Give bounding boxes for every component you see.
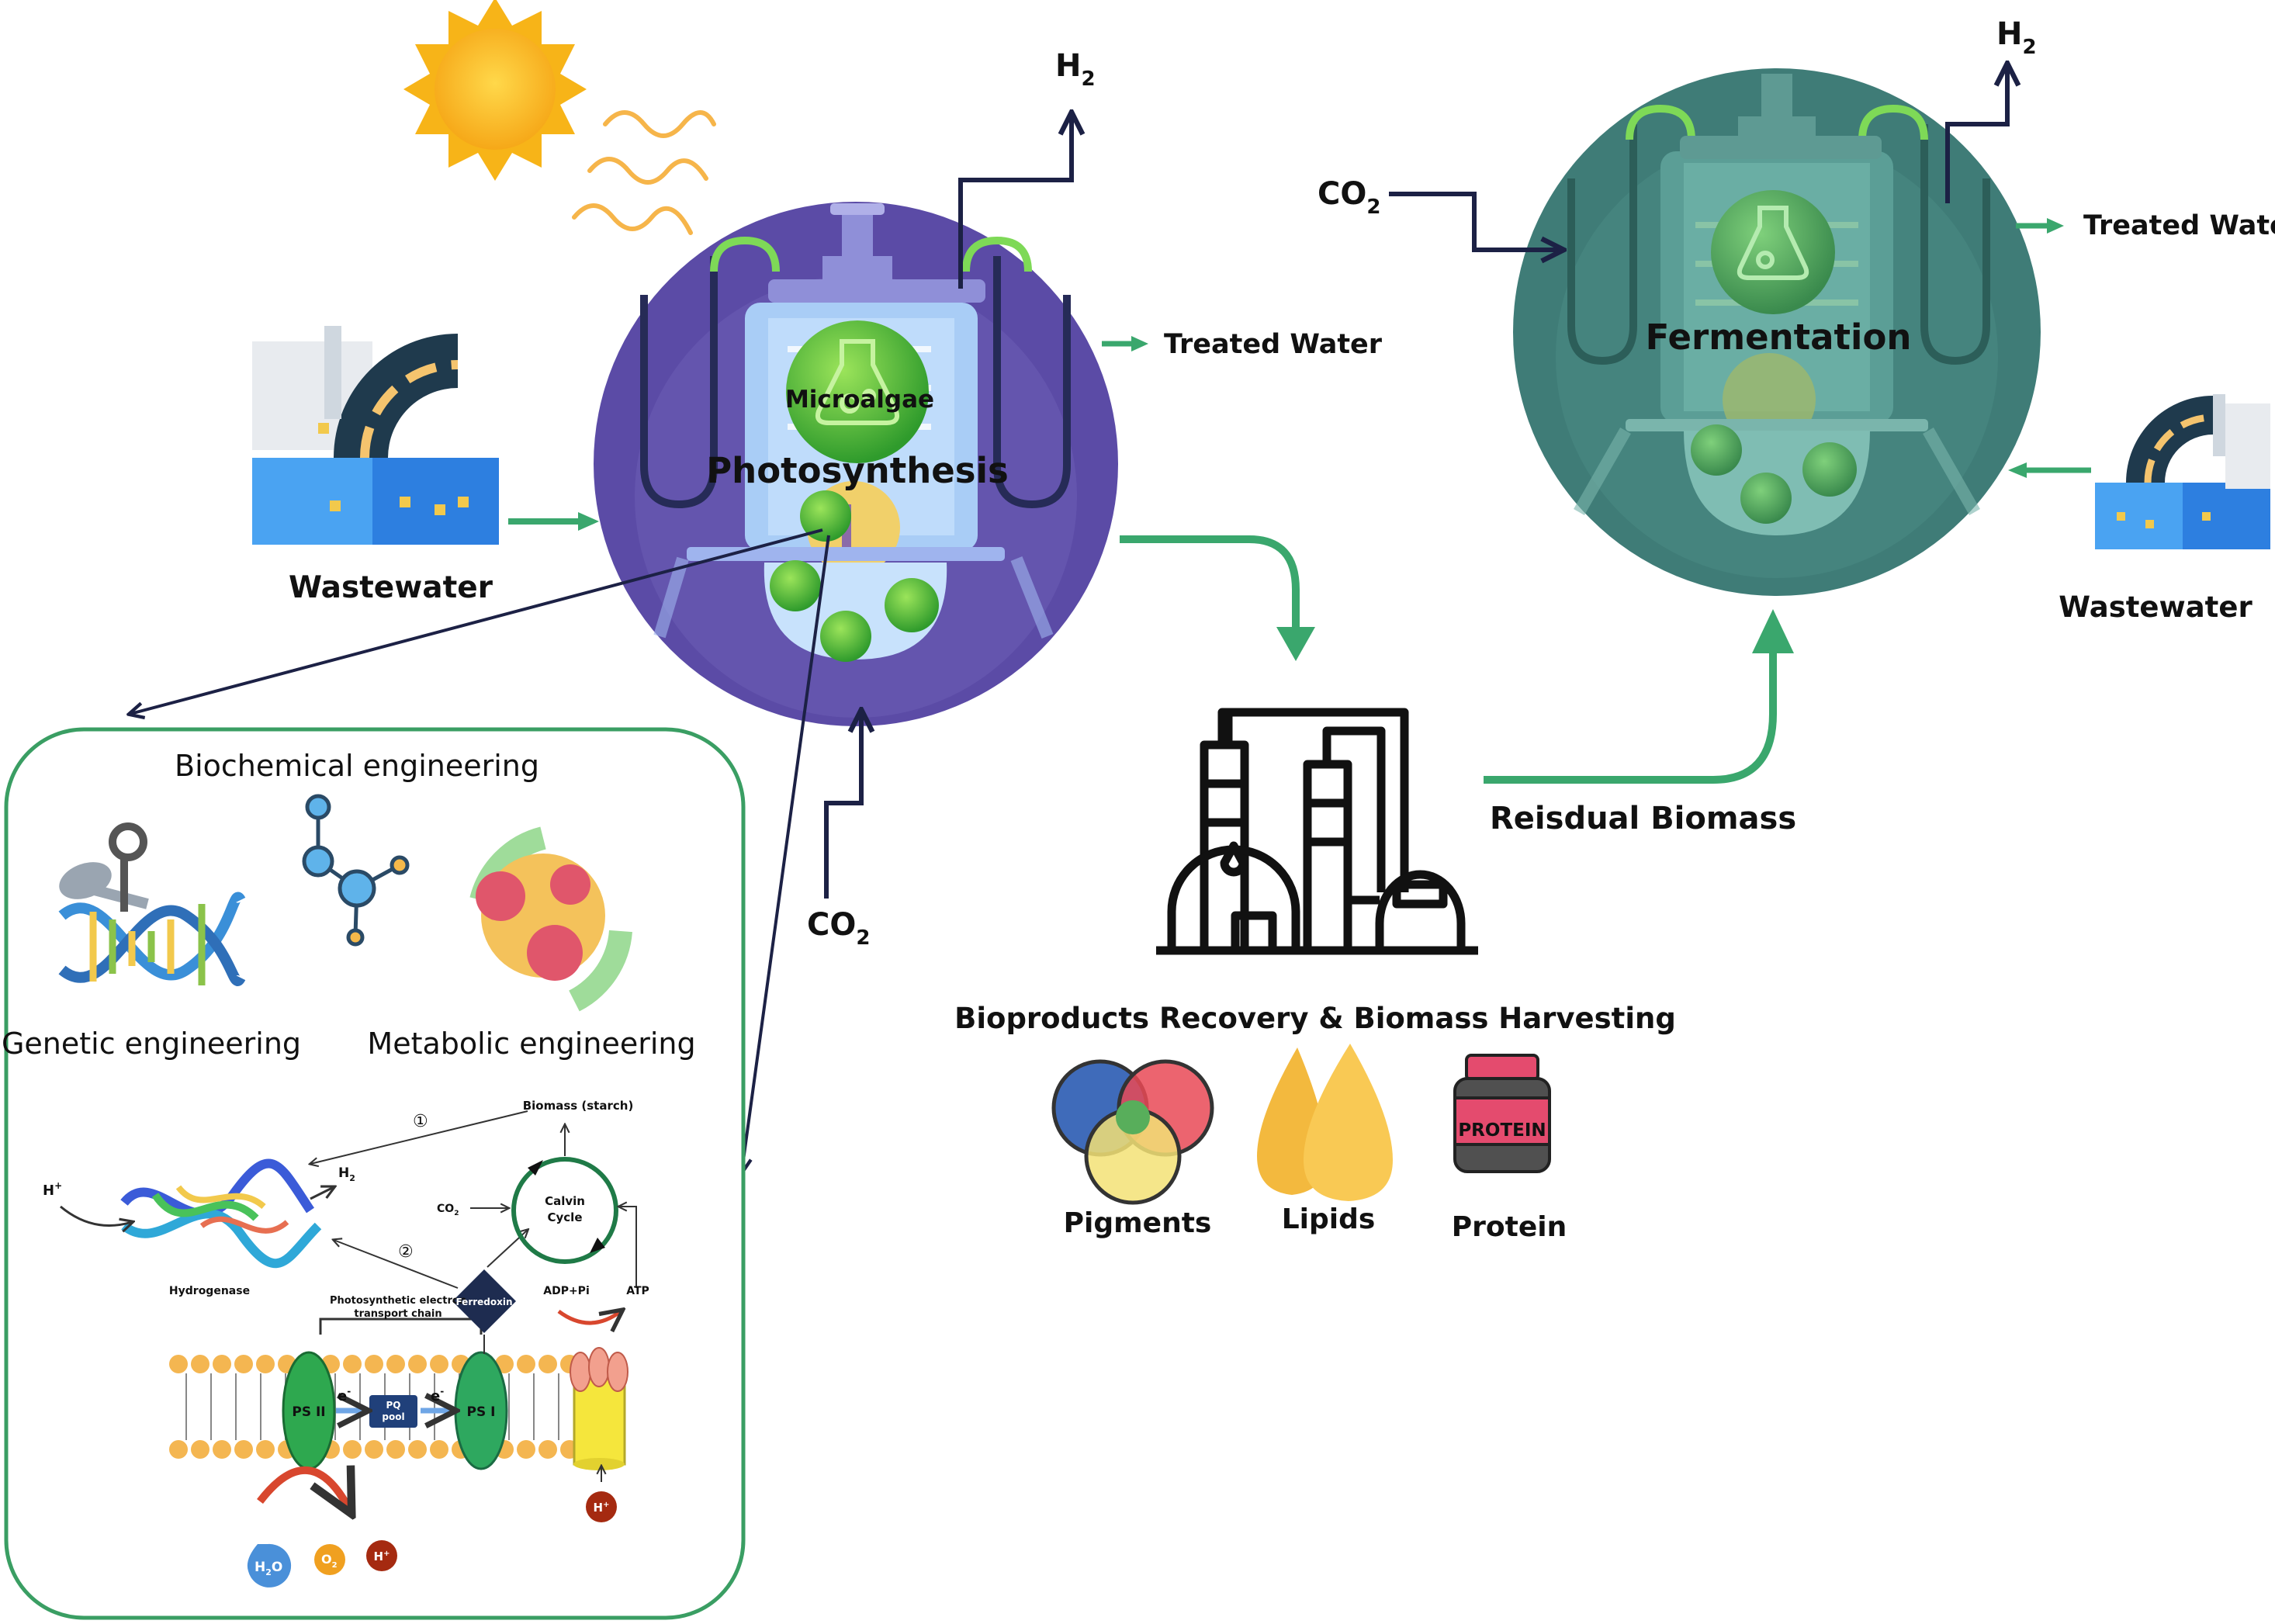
electron-label-2: e- bbox=[431, 1386, 444, 1404]
h2-label-fermenter: H2 bbox=[1996, 16, 2037, 59]
calvin-label-1: Calvin bbox=[545, 1194, 585, 1208]
pigments-icon bbox=[1051, 1059, 1214, 1205]
pq-label-2: pool bbox=[382, 1411, 404, 1422]
atp-label: ATP bbox=[626, 1285, 649, 1297]
arrow-h2-out-fermenter bbox=[1945, 66, 2007, 203]
protein-label: Protein bbox=[1452, 1211, 1567, 1243]
h-plus-bottom-label: H+ bbox=[374, 1550, 390, 1563]
photobioreactor bbox=[594, 202, 1118, 726]
arrow-co2-into-reactor bbox=[824, 712, 861, 899]
h-plus-bubble-atp bbox=[586, 1491, 617, 1522]
sun-icon bbox=[403, 0, 716, 235]
etc-label-2: transport chain bbox=[354, 1308, 441, 1320]
treated-water-label-fermenter: Treated Water bbox=[2083, 210, 2275, 241]
algae-cells bbox=[770, 490, 939, 662]
calvin-cycle bbox=[511, 1157, 618, 1264]
wastewater-label-right: Wastewater bbox=[2059, 590, 2252, 624]
h2-label-reactor: H2 bbox=[1055, 48, 1096, 91]
o2-label: O2 bbox=[321, 1552, 338, 1570]
h-plus-bubble bbox=[366, 1540, 397, 1571]
flask-icon-fermenter bbox=[1737, 206, 1809, 280]
pq-label-1: PQ bbox=[386, 1400, 401, 1411]
fermenter bbox=[1513, 68, 2041, 596]
ferredoxin bbox=[452, 1269, 517, 1334]
h-plus-atp-label: H+ bbox=[594, 1501, 610, 1515]
residual-biomass-label: Reisdual Biomass bbox=[1490, 801, 1796, 836]
metabolic-icon bbox=[469, 826, 632, 1012]
co2-label-fermenter: CO2 bbox=[1318, 176, 1380, 219]
arrow-h2-out-reactor bbox=[958, 115, 1072, 289]
zoom-arrows bbox=[130, 528, 830, 1172]
arrow-co2-into-fermenter bbox=[1389, 192, 1561, 250]
arrow-treated-water-fermenter bbox=[2016, 218, 2064, 234]
treated-water-label-reactor: Treated Water bbox=[1164, 329, 1383, 360]
lipids-icon bbox=[1257, 1044, 1393, 1201]
protein-jar-label: PROTEIN bbox=[1458, 1120, 1546, 1141]
psii-label: PS II bbox=[292, 1404, 325, 1420]
arrow-treated-water-reactor bbox=[1102, 336, 1148, 351]
engineering-panel bbox=[4, 727, 746, 1620]
recovery-title: Bioproducts Recovery & Biomass Harvestin… bbox=[954, 1002, 1676, 1035]
microalgae-label: Microalgae bbox=[785, 386, 934, 414]
co2-label-pathway: CO2 bbox=[437, 1203, 459, 1217]
metabolic-engineering-label: Metabolic engineering bbox=[367, 1027, 695, 1061]
protein-jar-icon bbox=[1453, 1054, 1551, 1173]
co2-label-reactor: CO2 bbox=[807, 907, 870, 950]
hydrogenase-label: Hydrogenase bbox=[169, 1285, 250, 1297]
h2-label-pathway: H2 bbox=[338, 1165, 355, 1183]
ferredoxin-label: Ferredoxin bbox=[455, 1297, 512, 1307]
flask-icon bbox=[815, 339, 900, 425]
pq-pool bbox=[369, 1395, 417, 1428]
pigments-label: Pigments bbox=[1064, 1207, 1212, 1239]
atp-synthase bbox=[570, 1347, 628, 1470]
wastewater-icon-right bbox=[2095, 394, 2270, 549]
hydrogenase-structure bbox=[120, 1158, 322, 1269]
refinery-icon bbox=[1156, 708, 1478, 955]
electron-label-1: e- bbox=[338, 1386, 351, 1404]
arrow-wastewater-to-reactor bbox=[508, 512, 599, 531]
photosynthesis-label: Photosynthesis bbox=[706, 450, 1009, 491]
psi-label: PS I bbox=[467, 1404, 496, 1420]
etc-label-1: Photosynthetic electron bbox=[330, 1295, 466, 1307]
adp-label: ADP+Pi bbox=[543, 1285, 590, 1297]
dna-scissors-icon bbox=[58, 822, 246, 986]
molecule-icon bbox=[302, 794, 410, 947]
o2-bubble bbox=[314, 1544, 345, 1575]
fermentation-label: Fermentation bbox=[1646, 317, 1912, 358]
lipids-label: Lipids bbox=[1282, 1203, 1376, 1235]
pathway-diagram bbox=[60, 1110, 637, 1588]
h-plus-label: H+ bbox=[43, 1180, 62, 1199]
arrow-wastewater-into-fermenter bbox=[2008, 462, 2091, 478]
wastewater-label-left: Wastewater bbox=[289, 570, 493, 605]
biomass-starch-label: Biomass (starch) bbox=[523, 1099, 634, 1113]
biochemical-engineering-label: Biochemical engineering bbox=[175, 749, 539, 783]
genetic-engineering-label: Genetic engineering bbox=[2, 1027, 301, 1061]
calvin-label-2: Cycle bbox=[548, 1210, 583, 1224]
arrow-residual-biomass bbox=[1484, 609, 1794, 784]
circled-1: ① bbox=[413, 1112, 428, 1131]
circled-2: ② bbox=[398, 1242, 414, 1262]
arrow-reactor-to-recovery bbox=[1120, 535, 1315, 661]
h2o-label: H2O bbox=[255, 1560, 282, 1577]
wastewater-icon bbox=[252, 326, 499, 545]
